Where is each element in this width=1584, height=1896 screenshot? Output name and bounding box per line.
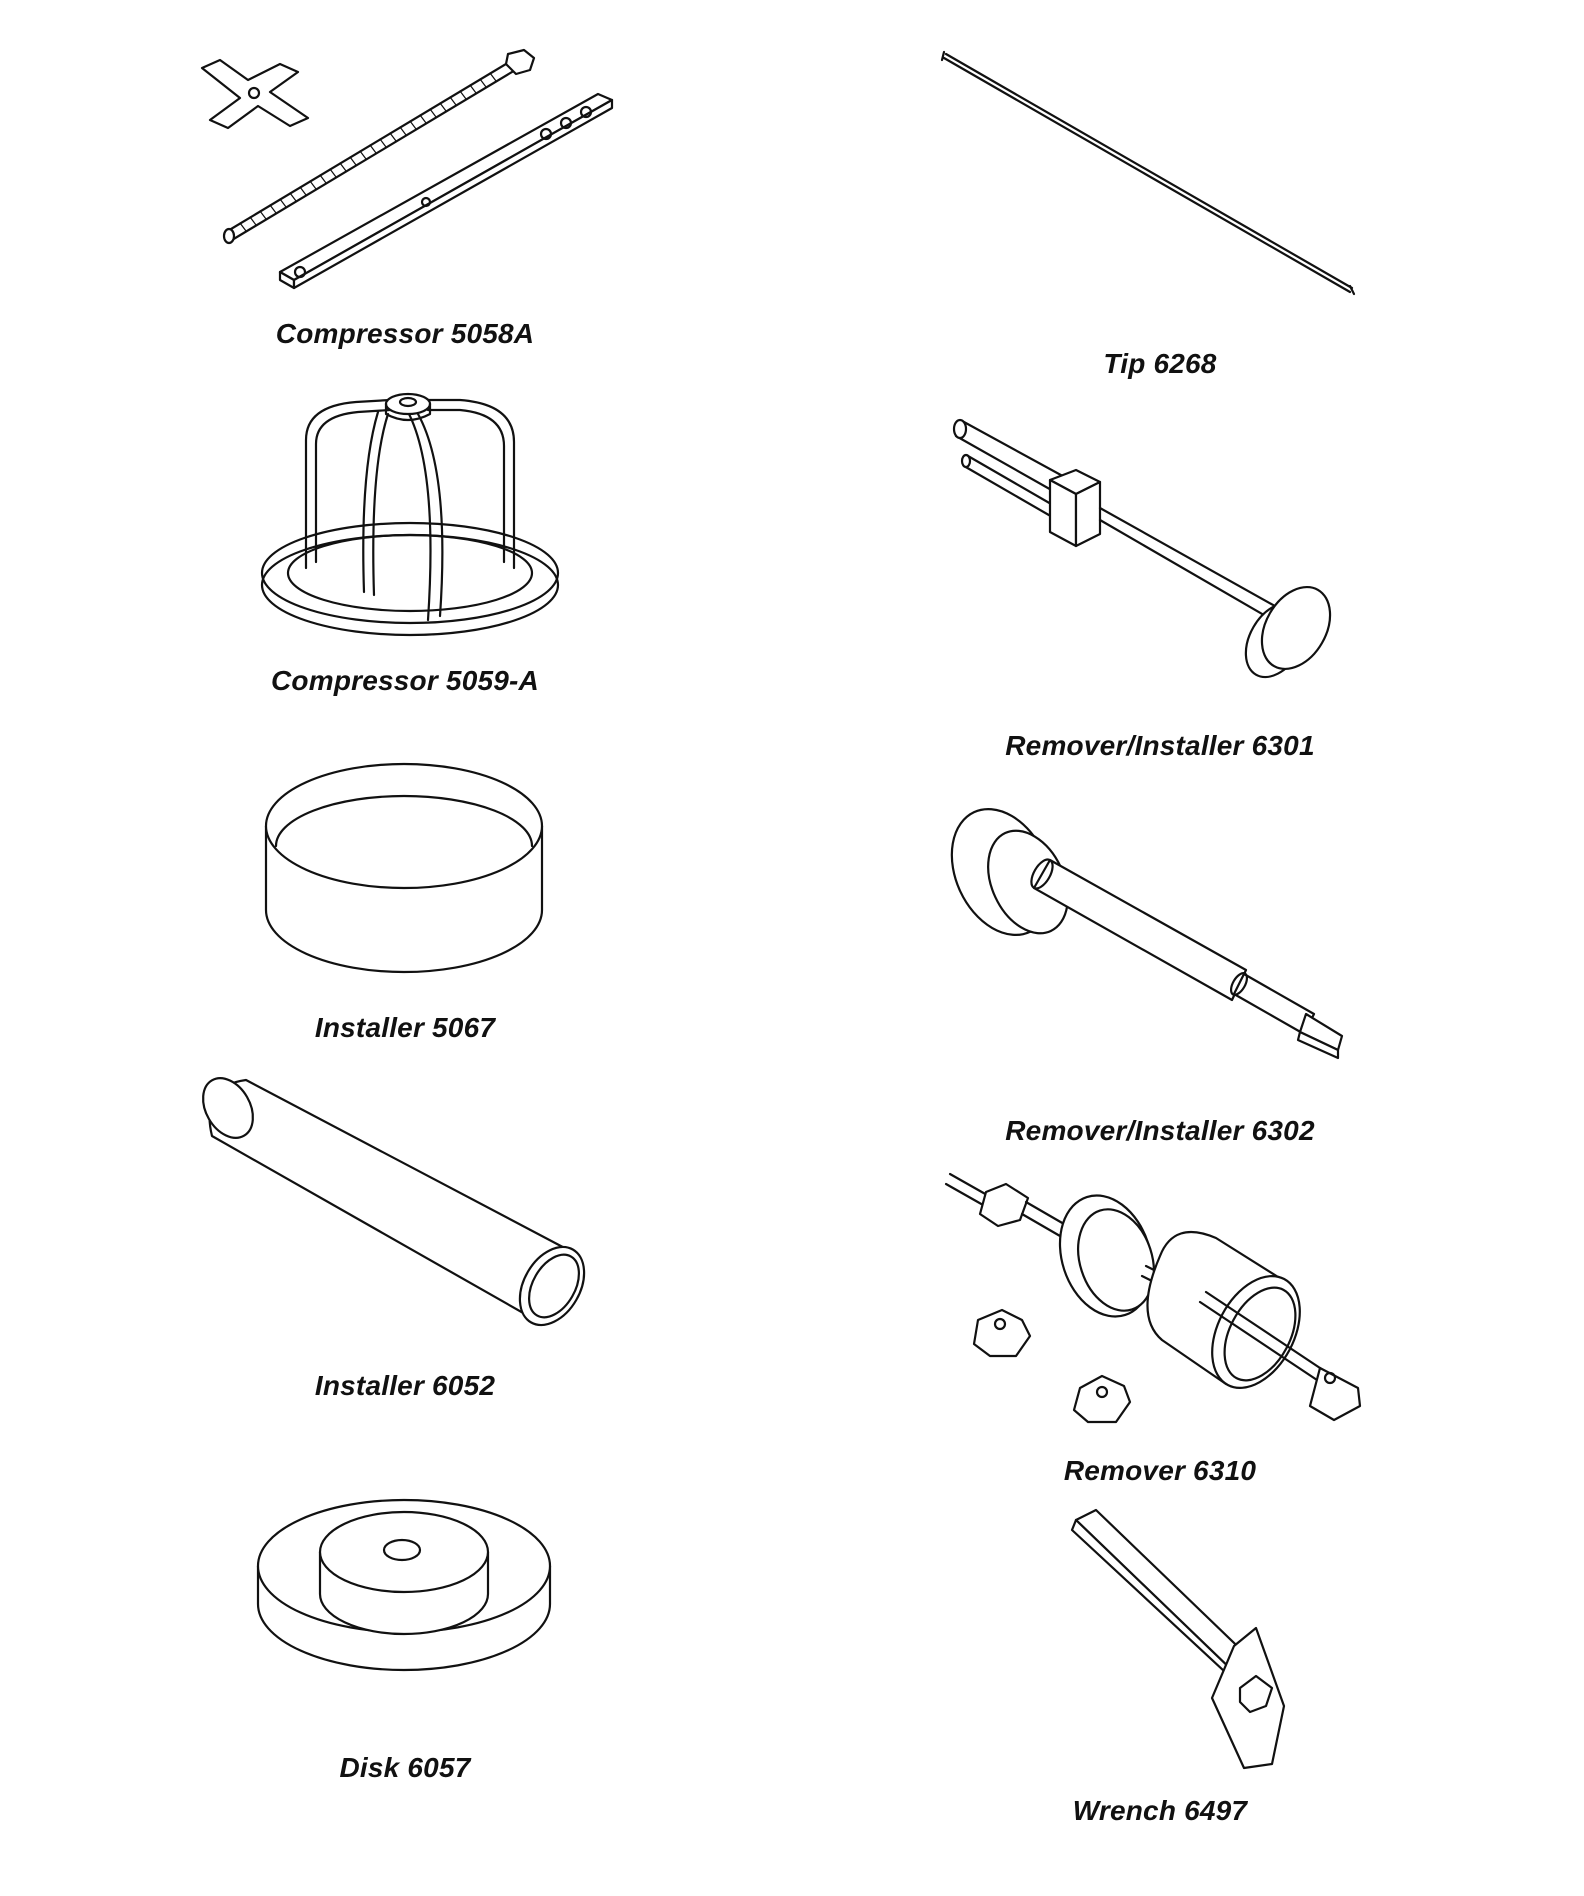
tool-remover-installer-6301: Remover/Installer 6301 — [950, 400, 1370, 780]
compressor-5059-a-illustration — [250, 390, 560, 640]
tool-caption: Wrench 6497 — [1072, 1795, 1248, 1826]
tool-compressor-5059-a: Compressor 5059-A — [250, 390, 560, 710]
tool-installer-5067: Installer 5067 — [260, 750, 550, 1060]
tool-caption: Tip 6268 — [1103, 348, 1217, 379]
remover-6310-illustration — [950, 1170, 1370, 1435]
tool-wrench-6497: Wrench 6497 — [1050, 1500, 1270, 1840]
tool-installer-6052: Installer 6052 — [200, 1080, 610, 1410]
tool-caption: Installer 6052 — [314, 1370, 496, 1401]
tip-6268-illustration — [940, 50, 1380, 300]
tool-caption: Disk 6057 — [339, 1752, 471, 1783]
tool-tip-6268: Tip 6268 — [940, 50, 1380, 390]
installer-6052-illustration — [200, 1080, 610, 1350]
tool-disk-6057: Disk 6057 — [240, 1470, 570, 1810]
tool-caption: Compressor 5058A — [275, 318, 535, 349]
tool-caption: Compressor 5059-A — [271, 665, 539, 696]
remover-installer-6301-illustration — [950, 400, 1370, 700]
remover-installer-6302-illustration — [950, 800, 1370, 1070]
wrench-6497-illustration — [1050, 1500, 1290, 1770]
tool-caption: Remover/Installer 6301 — [1005, 730, 1315, 761]
tool-remover-installer-6302: Remover/Installer 6302 — [950, 800, 1370, 1160]
compressor-5058a-illustration — [190, 50, 620, 290]
tool-remover-6310: Remover 6310 — [950, 1170, 1370, 1500]
installer-5067-illustration — [260, 750, 550, 980]
tool-caption: Remover 6310 — [1063, 1455, 1257, 1486]
disk-6057-illustration — [240, 1470, 570, 1690]
tool-caption: Installer 5067 — [314, 1012, 496, 1043]
tool-compressor-5058a: Compressor 5058A — [190, 50, 620, 360]
tool-caption: Remover/Installer 6302 — [1005, 1115, 1315, 1146]
